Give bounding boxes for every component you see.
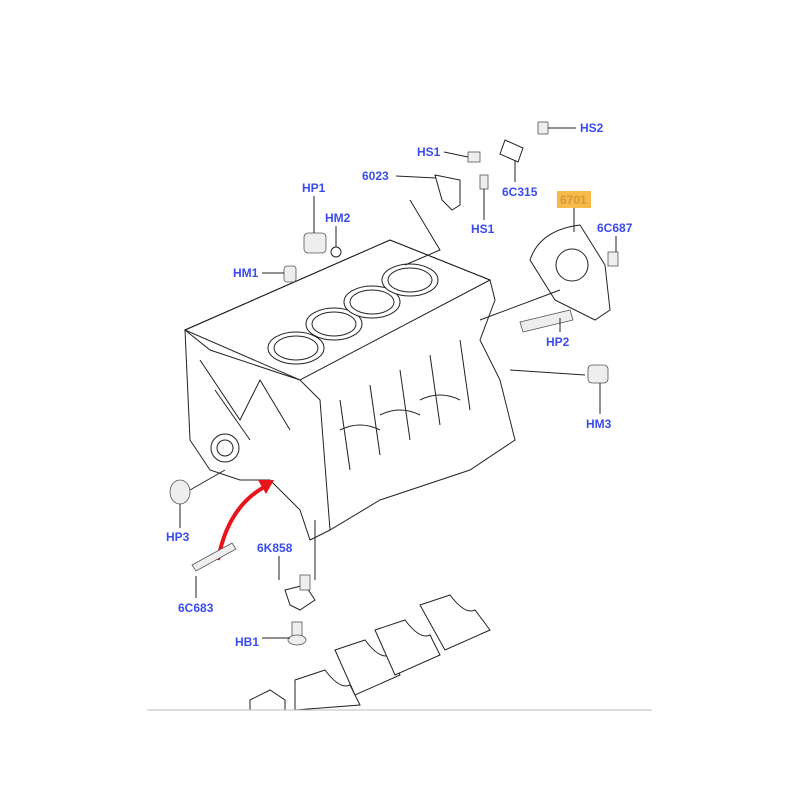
label-hs1-top[interactable]: HS1 bbox=[417, 145, 441, 159]
label-6023[interactable]: 6023 bbox=[362, 169, 389, 183]
highlight-6701 bbox=[557, 191, 591, 208]
arrow-head bbox=[258, 480, 274, 494]
label-6c683[interactable]: 6C683 bbox=[178, 601, 214, 615]
label-hp1[interactable]: HP1 bbox=[302, 181, 326, 195]
label-6c687[interactable]: 6C687 bbox=[597, 221, 633, 235]
label-6c315[interactable]: 6C315 bbox=[502, 185, 538, 199]
label-hp2[interactable]: HP2 bbox=[546, 335, 570, 349]
label-hm1[interactable]: HM1 bbox=[233, 266, 259, 280]
leader-lines bbox=[147, 127, 652, 711]
cylinder-block bbox=[183, 239, 516, 541]
label-hs1-bottom[interactable]: HS1 bbox=[471, 222, 495, 236]
label-6701[interactable]: 6701 bbox=[560, 193, 587, 207]
label-hm2[interactable]: HM2 bbox=[325, 211, 351, 225]
label-6k858[interactable]: 6K858 bbox=[257, 541, 293, 555]
label-hb1[interactable]: HB1 bbox=[235, 635, 259, 649]
label-hs2[interactable]: HS2 bbox=[580, 121, 604, 135]
label-hp3[interactable]: HP3 bbox=[166, 530, 190, 544]
label-hm3[interactable]: HM3 bbox=[586, 417, 612, 431]
